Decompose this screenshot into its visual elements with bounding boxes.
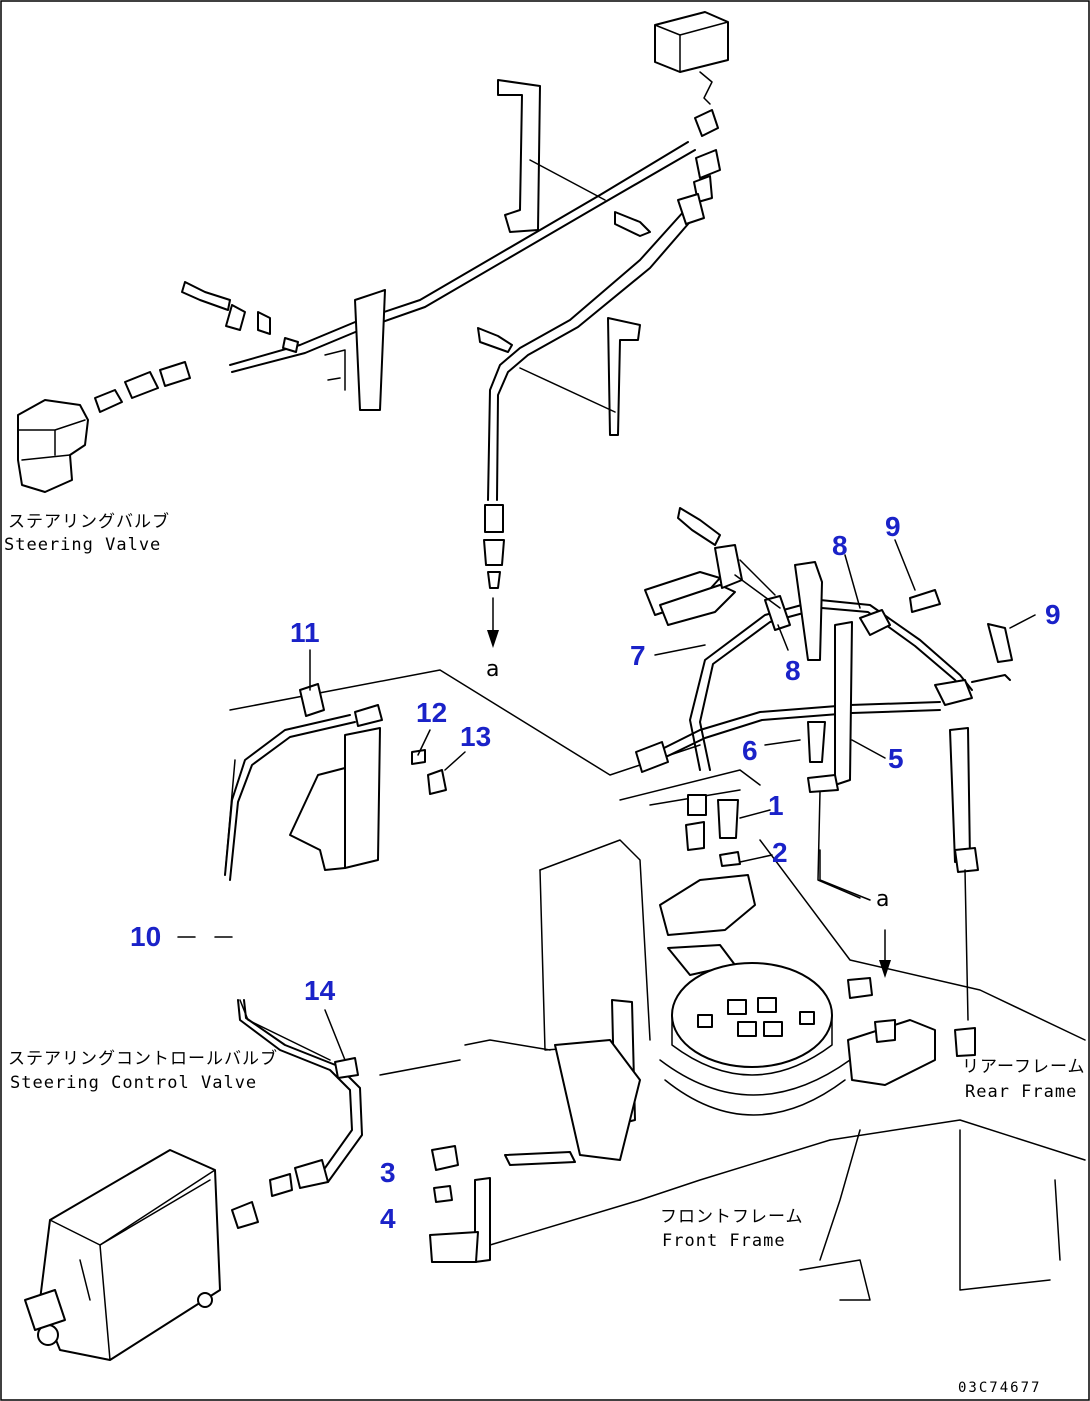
front-frame-label-en: Front Frame (662, 1231, 786, 1251)
front-frame-label-jp: フロントフレーム (660, 1207, 804, 1227)
rear-frame-label-jp: リアーフレーム (962, 1057, 1085, 1077)
front-frame-brackets (429, 999, 641, 1263)
bracket-9-right (949, 727, 979, 1057)
pressure-sensor-box (654, 11, 729, 105)
callout-9-upper: 9 (885, 511, 901, 542)
upper-bracket-left (497, 79, 606, 233)
callout-8-upper: 8 (832, 530, 848, 561)
callout-5: 5 (888, 743, 904, 774)
rear-frame-label-en: Rear Frame (965, 1082, 1077, 1102)
bracket-8 (764, 561, 891, 661)
steering-valve (17, 361, 191, 493)
swivel-joint (659, 962, 851, 1116)
callout-7: 7 (630, 640, 646, 671)
hose-main-right (635, 674, 1011, 773)
callout-2: 2 (772, 837, 788, 868)
bracket-11-assembly (289, 683, 447, 871)
steering-control-valve (24, 1149, 259, 1361)
leader-lines (177, 539, 1036, 1061)
bolts-6-9 (677, 507, 1013, 839)
callout-6: 6 (742, 735, 758, 766)
callout-11: 11 (290, 617, 320, 648)
bracket-5 (807, 621, 861, 899)
callout-10: 10 (130, 921, 161, 952)
rear-valve (847, 929, 936, 1086)
callout-14: 14 (304, 975, 336, 1006)
steering-control-valve-label-jp: ステアリングコントロールバルブ (8, 1048, 278, 1069)
callout-8-lower: 8 (785, 655, 801, 686)
bracket-upper-right (644, 544, 781, 626)
drawing-number: 03C74677 (958, 1380, 1041, 1396)
callout-13: 13 (460, 721, 491, 752)
steering-valve-label-en: Steering Valve (4, 535, 161, 555)
callout-12: 12 (416, 697, 447, 728)
upper-bracket-mid (324, 289, 386, 411)
upper-bracket-right (519, 317, 641, 436)
callout-9-right: 9 (1045, 599, 1061, 630)
hose-fitting-lower (483, 504, 505, 648)
hose-14 (237, 999, 363, 1197)
connection-mark-a-top: a (486, 657, 499, 682)
callout-4: 4 (380, 1203, 396, 1234)
upper-hose-b (487, 193, 705, 501)
fitting-top (693, 109, 721, 203)
callout-3: 3 (380, 1157, 396, 1188)
connection-mark-a-bottom: a (876, 887, 889, 912)
steering-control-valve-label-en: Steering Control Valve (10, 1073, 257, 1093)
steering-valve-label-jp: ステアリングバルブ (8, 511, 170, 532)
center-valve (659, 794, 756, 1001)
hose-10 (224, 704, 383, 881)
hose-7 (689, 599, 973, 771)
callout-1: 1 (768, 790, 784, 821)
upper-bolts (181, 211, 651, 353)
